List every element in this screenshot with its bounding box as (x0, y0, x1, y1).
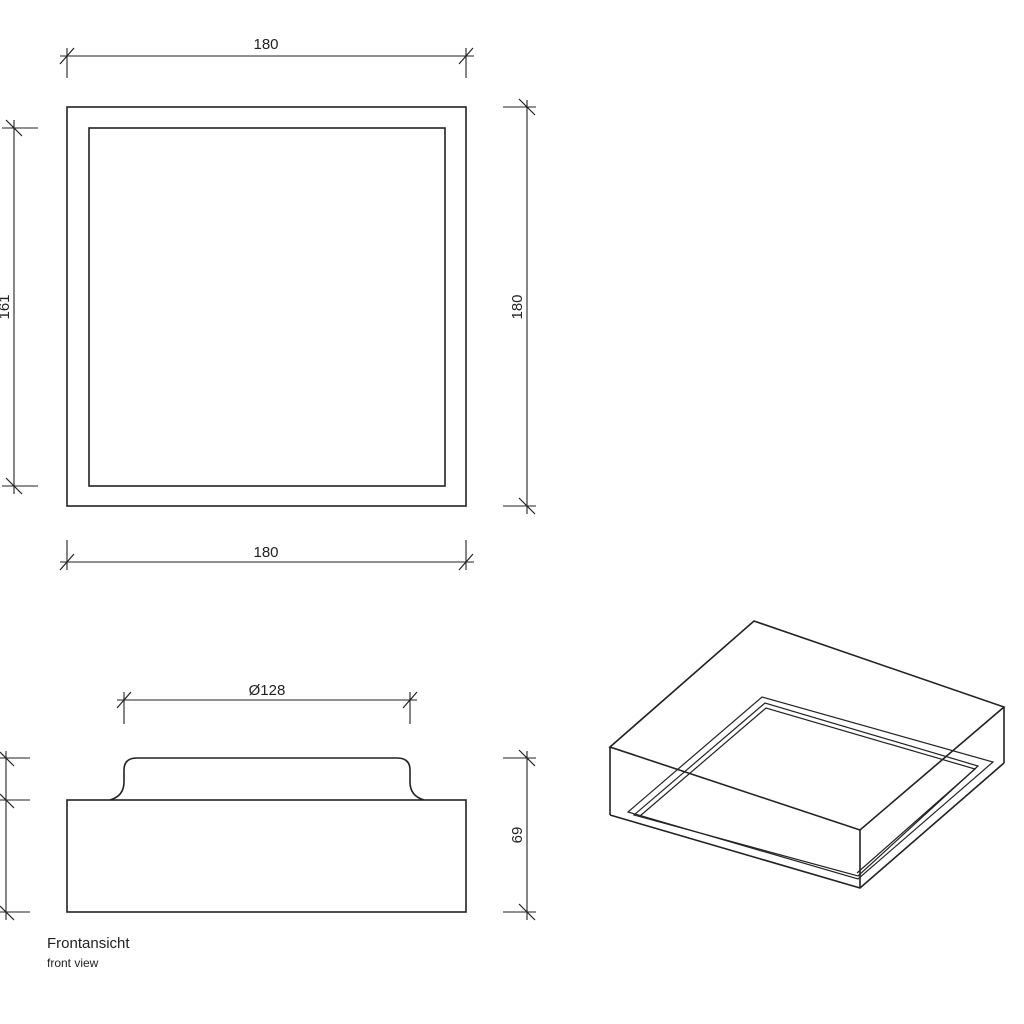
bottom-width-dimension: 180 (59, 540, 474, 571)
bottom-width-label: 180 (253, 544, 278, 561)
diameter-label: Ø128 (249, 682, 286, 699)
front-view-base-block (66, 799, 467, 913)
top-view-outer-square (66, 106, 467, 507)
front-height-label: 69 (509, 827, 526, 844)
left-height-dimension: 161 (0, 119, 38, 495)
iso-top-face (608, 620, 1006, 831)
iso-diffuser-panel (632, 702, 980, 877)
front-view-caption-sub: front view (47, 956, 99, 970)
isometric-view (608, 620, 1006, 889)
front-view (66, 757, 467, 913)
iso-bottom-edge (609, 762, 1005, 889)
right-height-dimension: 180 (503, 98, 536, 515)
diameter-dimension: Ø128 (116, 682, 418, 724)
right-height-label: 180 (509, 294, 526, 319)
front-left-dimension (0, 751, 30, 921)
top-view-inner-square (88, 127, 446, 487)
top-width-label: 180 (253, 36, 278, 53)
front-view-diffuser-profile (109, 757, 425, 801)
left-height-label: 161 (0, 294, 13, 319)
iso-diffuser-frame (626, 696, 995, 880)
top-width-dimension: 180 (59, 36, 474, 78)
top-view (66, 106, 467, 507)
front-height-dimension: 69 (503, 749, 536, 921)
front-view-caption: Frontansicht (47, 935, 130, 952)
